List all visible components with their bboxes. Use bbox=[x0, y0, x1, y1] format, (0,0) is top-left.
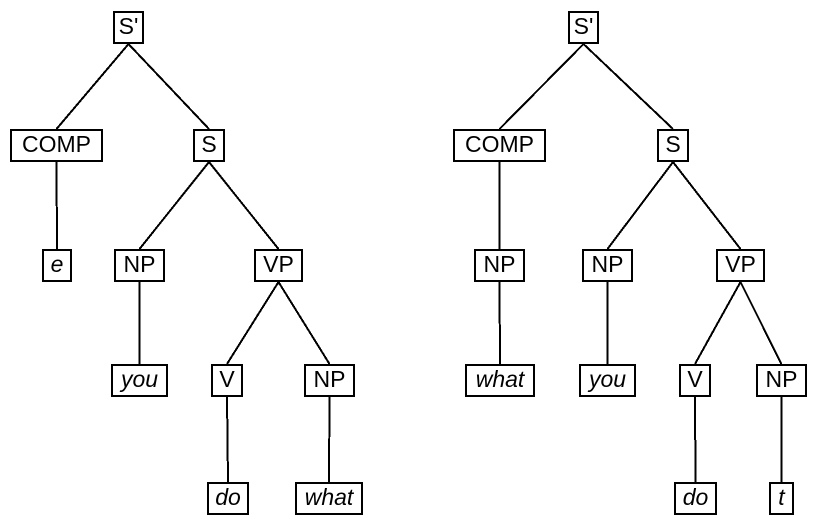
tree-edge bbox=[606, 161, 674, 250]
node-label: do bbox=[682, 484, 709, 510]
tree-edge bbox=[739, 281, 783, 365]
category-node-l-np2: NP bbox=[304, 364, 355, 397]
terminal-node-r-t: t bbox=[769, 482, 794, 515]
tree-edge bbox=[328, 396, 331, 483]
terminal-node-r-do: do bbox=[674, 482, 717, 515]
node-label: e bbox=[50, 251, 64, 277]
category-node-r-comp: COMP bbox=[453, 129, 546, 162]
tree-edge bbox=[694, 396, 697, 483]
node-label: what bbox=[475, 366, 525, 392]
node-label: NP bbox=[123, 251, 156, 277]
node-label: you bbox=[588, 366, 627, 392]
node-label: NP bbox=[591, 251, 624, 277]
tree-edge bbox=[226, 396, 229, 483]
terminal-node-l-e: e bbox=[42, 249, 72, 282]
tree-edge bbox=[498, 43, 585, 130]
node-label: what bbox=[304, 484, 354, 510]
category-node-r-np0: NP bbox=[474, 249, 525, 282]
node-label: S' bbox=[118, 13, 139, 39]
category-node-l-comp: COMP bbox=[10, 129, 103, 162]
tree-edge bbox=[694, 281, 742, 365]
category-node-l-np1: NP bbox=[114, 249, 165, 282]
node-label: V bbox=[219, 366, 235, 392]
tree-edge bbox=[208, 161, 280, 250]
node-label: V bbox=[687, 366, 703, 392]
category-node-l-vp: VP bbox=[254, 249, 303, 282]
terminal-node-r-what: what bbox=[465, 364, 535, 397]
node-label: COMP bbox=[22, 131, 91, 157]
category-node-l-s: S bbox=[193, 129, 225, 162]
tree-edge bbox=[55, 43, 130, 130]
category-node-r-np2: NP bbox=[756, 364, 807, 397]
terminal-node-l-what: what bbox=[295, 482, 363, 515]
node-label: do bbox=[215, 484, 241, 510]
tree-edge bbox=[138, 161, 210, 250]
category-node-r-s: S bbox=[657, 129, 689, 162]
node-label: you bbox=[120, 366, 159, 392]
category-node-r-np1: NP bbox=[582, 249, 633, 282]
category-node-r-v: V bbox=[679, 364, 711, 397]
category-node-l-v: V bbox=[211, 364, 243, 397]
tree-edge bbox=[277, 281, 331, 365]
terminal-node-l-you: you bbox=[111, 364, 168, 397]
node-label: COMP bbox=[465, 131, 534, 157]
tree-edge bbox=[582, 43, 674, 130]
node-label: NP bbox=[483, 251, 516, 277]
tree-edge bbox=[498, 281, 501, 365]
tree-edge bbox=[672, 161, 742, 250]
tree-edge bbox=[226, 281, 280, 365]
node-label: NP bbox=[313, 366, 346, 392]
node-label: S' bbox=[573, 13, 594, 39]
terminal-node-r-you: you bbox=[579, 364, 636, 397]
node-label: S bbox=[665, 131, 681, 157]
node-label: VP bbox=[263, 251, 294, 277]
node-label: t bbox=[778, 484, 785, 510]
category-node-r-vp: VP bbox=[716, 249, 765, 282]
tree-edge bbox=[55, 161, 58, 250]
node-label: NP bbox=[765, 366, 798, 392]
category-node-l-sbar: S' bbox=[113, 11, 144, 44]
category-node-r-sbar: S' bbox=[568, 11, 599, 44]
node-label: S bbox=[201, 131, 217, 157]
tree-edge bbox=[127, 43, 210, 130]
node-label: VP bbox=[725, 251, 756, 277]
terminal-node-l-do: do bbox=[207, 482, 249, 515]
